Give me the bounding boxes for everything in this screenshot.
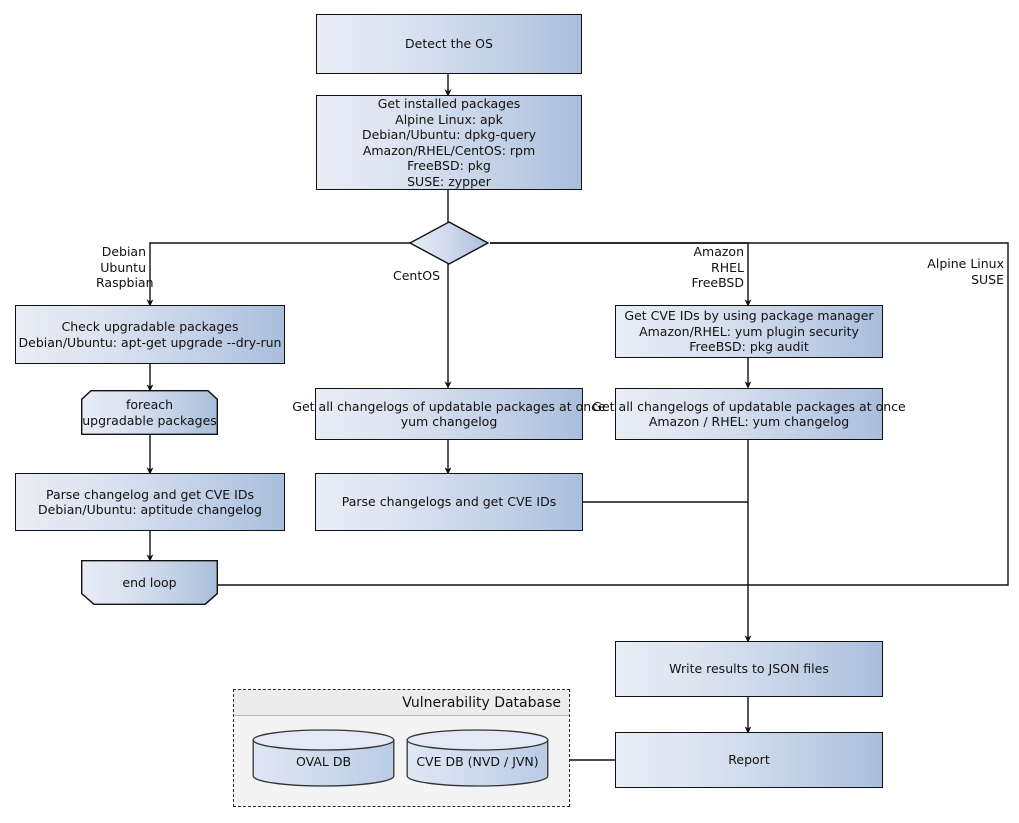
edge-label-amazon-line3: FreeBSD [691, 275, 744, 290]
edge-label-centos-line1: CentOS [392, 268, 440, 283]
database-oval-label: OVAL DB [295, 754, 352, 769]
node-changelogs-centos[interactable]: Get all changelogs of updatable packages… [292, 388, 606, 440]
node-changelogs-rhel[interactable]: Get all changelogs of updatable packages… [592, 388, 906, 440]
node-end-loop-label: end loop [122, 574, 177, 590]
database-oval[interactable]: OVAL DB [252, 729, 395, 787]
vulnerability-database-group: Vulnerability Database OVAL DB [233, 689, 570, 807]
edge-label-amazon-line1: Amazon [693, 244, 744, 259]
end-loop-outline [81, 560, 218, 605]
edge-label-alpine-line2: SUSE [971, 271, 1004, 287]
edge-label-amazon: Amazon RHEL FreeBSD [640, 244, 744, 291]
database-cve[interactable]: CVE DB (NVD / JVN) [406, 729, 549, 787]
edge-label-debian-line3: Raspbian [96, 275, 154, 290]
node-write-results[interactable]: Write results to JSON files [615, 641, 883, 697]
edge-label-amazon-line2: RHEL [711, 259, 744, 275]
cve-db-cylinder-icon [406, 729, 549, 787]
foreach-loop-outline [81, 390, 218, 435]
end-loop-shape: end loop [81, 560, 218, 605]
node-decision-os[interactable] [408, 220, 490, 266]
node-detect-os-label: Detect the OS [405, 36, 493, 52]
node-changelogs-centos-label: Get all changelogs of updatable packages… [292, 398, 606, 430]
edge-label-debian: Debian Ubuntu Raspbian [96, 244, 154, 291]
node-changelogs-rhel-label: Get all changelogs of updatable packages… [592, 398, 906, 430]
edge-label-debian-line2: Ubuntu [100, 259, 146, 275]
edge-label-debian-line1: Debian [101, 244, 146, 259]
decision-diamond-shape [408, 221, 490, 265]
node-parse-changelogs-centos-label: Parse changelogs and get CVE IDs [341, 494, 557, 510]
database-cve-label: CVE DB (NVD / JVN) [416, 754, 539, 769]
edge-label-centos: CentOS [330, 268, 440, 284]
node-write-results-label: Write results to JSON files [669, 661, 829, 677]
node-report-label: Report [728, 752, 770, 768]
node-parse-changelogs-centos[interactable]: Parse changelogs and get CVE IDs [315, 473, 583, 531]
node-report[interactable]: Report [615, 732, 883, 788]
vulnerability-database-title: Vulnerability Database [234, 690, 569, 716]
edge-label-alpine: Alpine Linux SUSE [880, 256, 1004, 287]
node-detect-os[interactable]: Detect the OS [316, 14, 582, 74]
oval-db-cylinder-icon [252, 729, 395, 787]
edge-label-alpine-line1: Alpine Linux [927, 256, 1004, 271]
node-end-loop[interactable]: end loop [81, 560, 218, 605]
